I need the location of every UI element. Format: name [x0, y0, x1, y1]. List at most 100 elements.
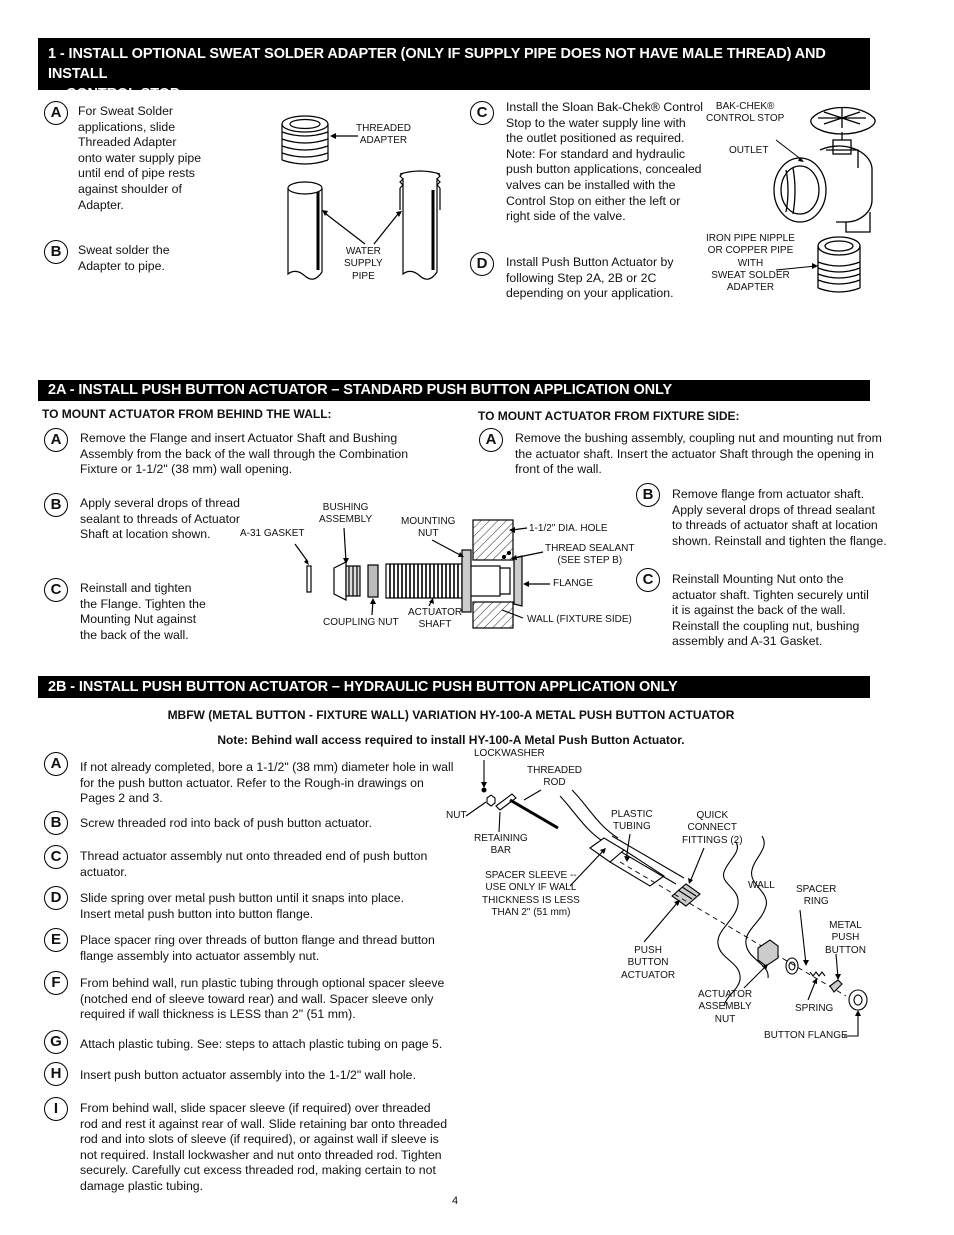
step-2a-left-b-badge: B: [44, 493, 68, 517]
section2b-title-bar: 2B - INSTALL PUSH BUTTON ACTUATOR – HYDR…: [38, 676, 870, 698]
step-2b-h-badge: H: [44, 1062, 68, 1086]
lockwasher-icon: [481, 787, 487, 793]
step-2b-e-text: Place spacer ring over threads of button…: [80, 933, 435, 963]
label-wall-fixture-side: WALL (FIXTURE SIDE): [527, 614, 632, 625]
control-stop-icon: [773, 106, 876, 233]
step-2b-b-badge: B: [44, 811, 68, 835]
water-supply-pipe-icon: [287, 181, 323, 280]
step-2b-c-badge: C: [44, 845, 68, 869]
nut-icon: [486, 794, 496, 807]
step-2a-left-a-badge: A: [44, 428, 68, 452]
step-2a-left-a-text: Remove the Flange and insert Actuator Sh…: [80, 431, 409, 477]
threaded-rod-icon: [509, 798, 559, 830]
step-1d-badge: D: [470, 252, 494, 276]
label-coupling-nut: COUPLING NUT: [323, 617, 399, 628]
section2a-title-bar: 2A - INSTALL PUSH BUTTON ACTUATOR – STAN…: [38, 380, 870, 401]
step-2b-b-text: Screw threaded rod into back of push but…: [80, 816, 372, 830]
step-2b-f-badge: F: [44, 971, 68, 995]
step-2b-a-badge: A: [44, 752, 68, 776]
step-1a-badge: A: [44, 101, 68, 125]
label-button-flange: BUTTON FLANGE: [764, 1030, 848, 1041]
spacer-ring-icon: [785, 957, 799, 975]
step-2b-f-text: From behind wall, run plastic tubing thr…: [80, 976, 445, 1022]
actuator-shaft-icon: [385, 563, 511, 599]
label-nut: NUT: [446, 810, 467, 821]
section2b-title: 2B - INSTALL PUSH BUTTON ACTUATOR – HYDR…: [48, 679, 678, 695]
wall-icon: [472, 519, 514, 561]
section1-title-bar: 1 - INSTALL OPTIONAL SWEAT SOLDER ADAPTE…: [38, 38, 870, 102]
threaded-adapter-icon: [281, 115, 329, 165]
step-2b-g-text: Attach plastic tubing. See: steps to att…: [80, 1037, 443, 1051]
section1-diagram: [281, 106, 876, 293]
step-2a-right-c-badge: C: [636, 568, 660, 592]
section2a-left-heading: TO MOUNT ACTUATOR FROM BEHIND THE WALL:: [42, 407, 332, 421]
step-2b-h-text: Insert push button actuator assembly int…: [80, 1068, 416, 1082]
bushing-assembly-icon: [333, 561, 361, 601]
metal-push-button-icon: [829, 979, 843, 993]
label-hole: 1-1/2" DIA. HOLE: [529, 523, 608, 534]
retaining-bar-icon: [495, 793, 517, 811]
label-flange: FLANGE: [553, 578, 594, 589]
step-2b-i-text: From behind wall, slide spacer sleeve (i…: [80, 1101, 448, 1193]
step-2b-e-badge: E: [44, 928, 68, 952]
plastic-tubing-icon: [559, 789, 685, 885]
section1-title-line2: CONTROL STOP: [66, 86, 180, 102]
step-2b-c-text: Thread actuator assembly nut onto thread…: [80, 849, 428, 879]
actuator-assembly-nut-icon: [757, 939, 779, 967]
spring-icon: [809, 971, 826, 977]
step-2a-right-a-text: Remove the bushing assembly, coupling nu…: [515, 431, 882, 477]
wall-outline-icon: [717, 835, 769, 1007]
step-2b-i-badge: I: [44, 1097, 68, 1121]
page-number: 4: [452, 1195, 459, 1207]
mounting-nut-icon: [461, 549, 472, 613]
step-1b-badge: B: [44, 240, 68, 264]
section2a-diagram: [294, 519, 550, 629]
pipe-with-adapter-icon: [399, 170, 441, 280]
gasket-icon: [306, 565, 312, 593]
section1-title-line1: 1 - INSTALL OPTIONAL SWEAT SOLDER ADAPTE…: [48, 46, 826, 82]
coupling-nut-icon: [367, 564, 379, 598]
label-spring: SPRING: [795, 1003, 834, 1014]
step-2a-left-c-badge: C: [44, 578, 68, 602]
label-bak-chek: BAK-CHEK®CONTROL STOP: [706, 101, 785, 125]
step-2a-right-a-badge: A: [479, 428, 503, 452]
step-2a-right-b-text: Remove flange from actuator shaft.Apply …: [672, 487, 887, 548]
label-lockwasher: LOCKWASHER: [474, 748, 545, 759]
step-2b-d-badge: D: [44, 886, 68, 910]
button-flange-icon: [848, 989, 868, 1011]
section2a-right-heading: TO MOUNT ACTUATOR FROM FIXTURE SIDE:: [478, 409, 740, 423]
label-outlet: OUTLET: [729, 145, 769, 156]
label-thread-sealant: THREAD SEALANT(SEE STEP B): [545, 543, 635, 567]
step-2b-d-text: Slide spring over metal push button unti…: [80, 891, 405, 921]
label-wall: WALL: [748, 880, 775, 891]
label-a31-gasket: A-31 GASKET: [240, 528, 305, 539]
section2b-subtitle: MBFW (METAL BUTTON - FIXTURE WALL) VARIA…: [167, 708, 735, 722]
section2b-note: Note: Behind wall access required to ins…: [217, 733, 685, 747]
step-2b-g-badge: G: [44, 1030, 68, 1054]
section2a-title: 2A - INSTALL PUSH BUTTON ACTUATOR – STAN…: [48, 382, 673, 398]
iron-pipe-nipple-icon: [817, 236, 861, 293]
step-1c-badge: C: [470, 101, 494, 125]
